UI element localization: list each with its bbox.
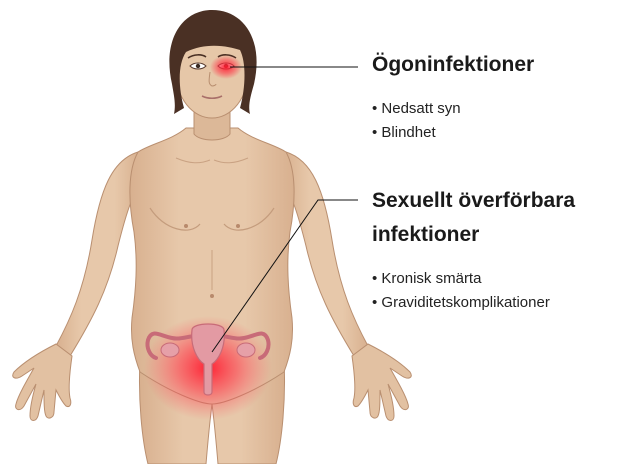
nipple-right: [236, 224, 240, 228]
right-hand: [352, 344, 411, 421]
nipple-left: [184, 224, 188, 228]
list-item: • Blindhet: [372, 121, 461, 145]
left-arm: [56, 152, 140, 356]
right-arm: [284, 152, 368, 356]
left-hand: [13, 344, 72, 421]
sti-heading-line1: Sexuellt överförbara: [372, 186, 575, 216]
list-item: • Graviditetskomplikationer: [372, 291, 550, 315]
sti-list: • Kronisk smärta • Graviditetskomplikati…: [372, 267, 550, 315]
navel: [210, 294, 214, 298]
list-item: • Nedsatt syn: [372, 97, 461, 121]
sti-heading-line2: infektioner: [372, 220, 479, 250]
list-item: • Kronisk smärta: [372, 267, 550, 291]
eye-infections-heading: Ögoninfektioner: [372, 50, 534, 80]
eye-infections-list: • Nedsatt syn • Blindhet: [372, 97, 461, 145]
